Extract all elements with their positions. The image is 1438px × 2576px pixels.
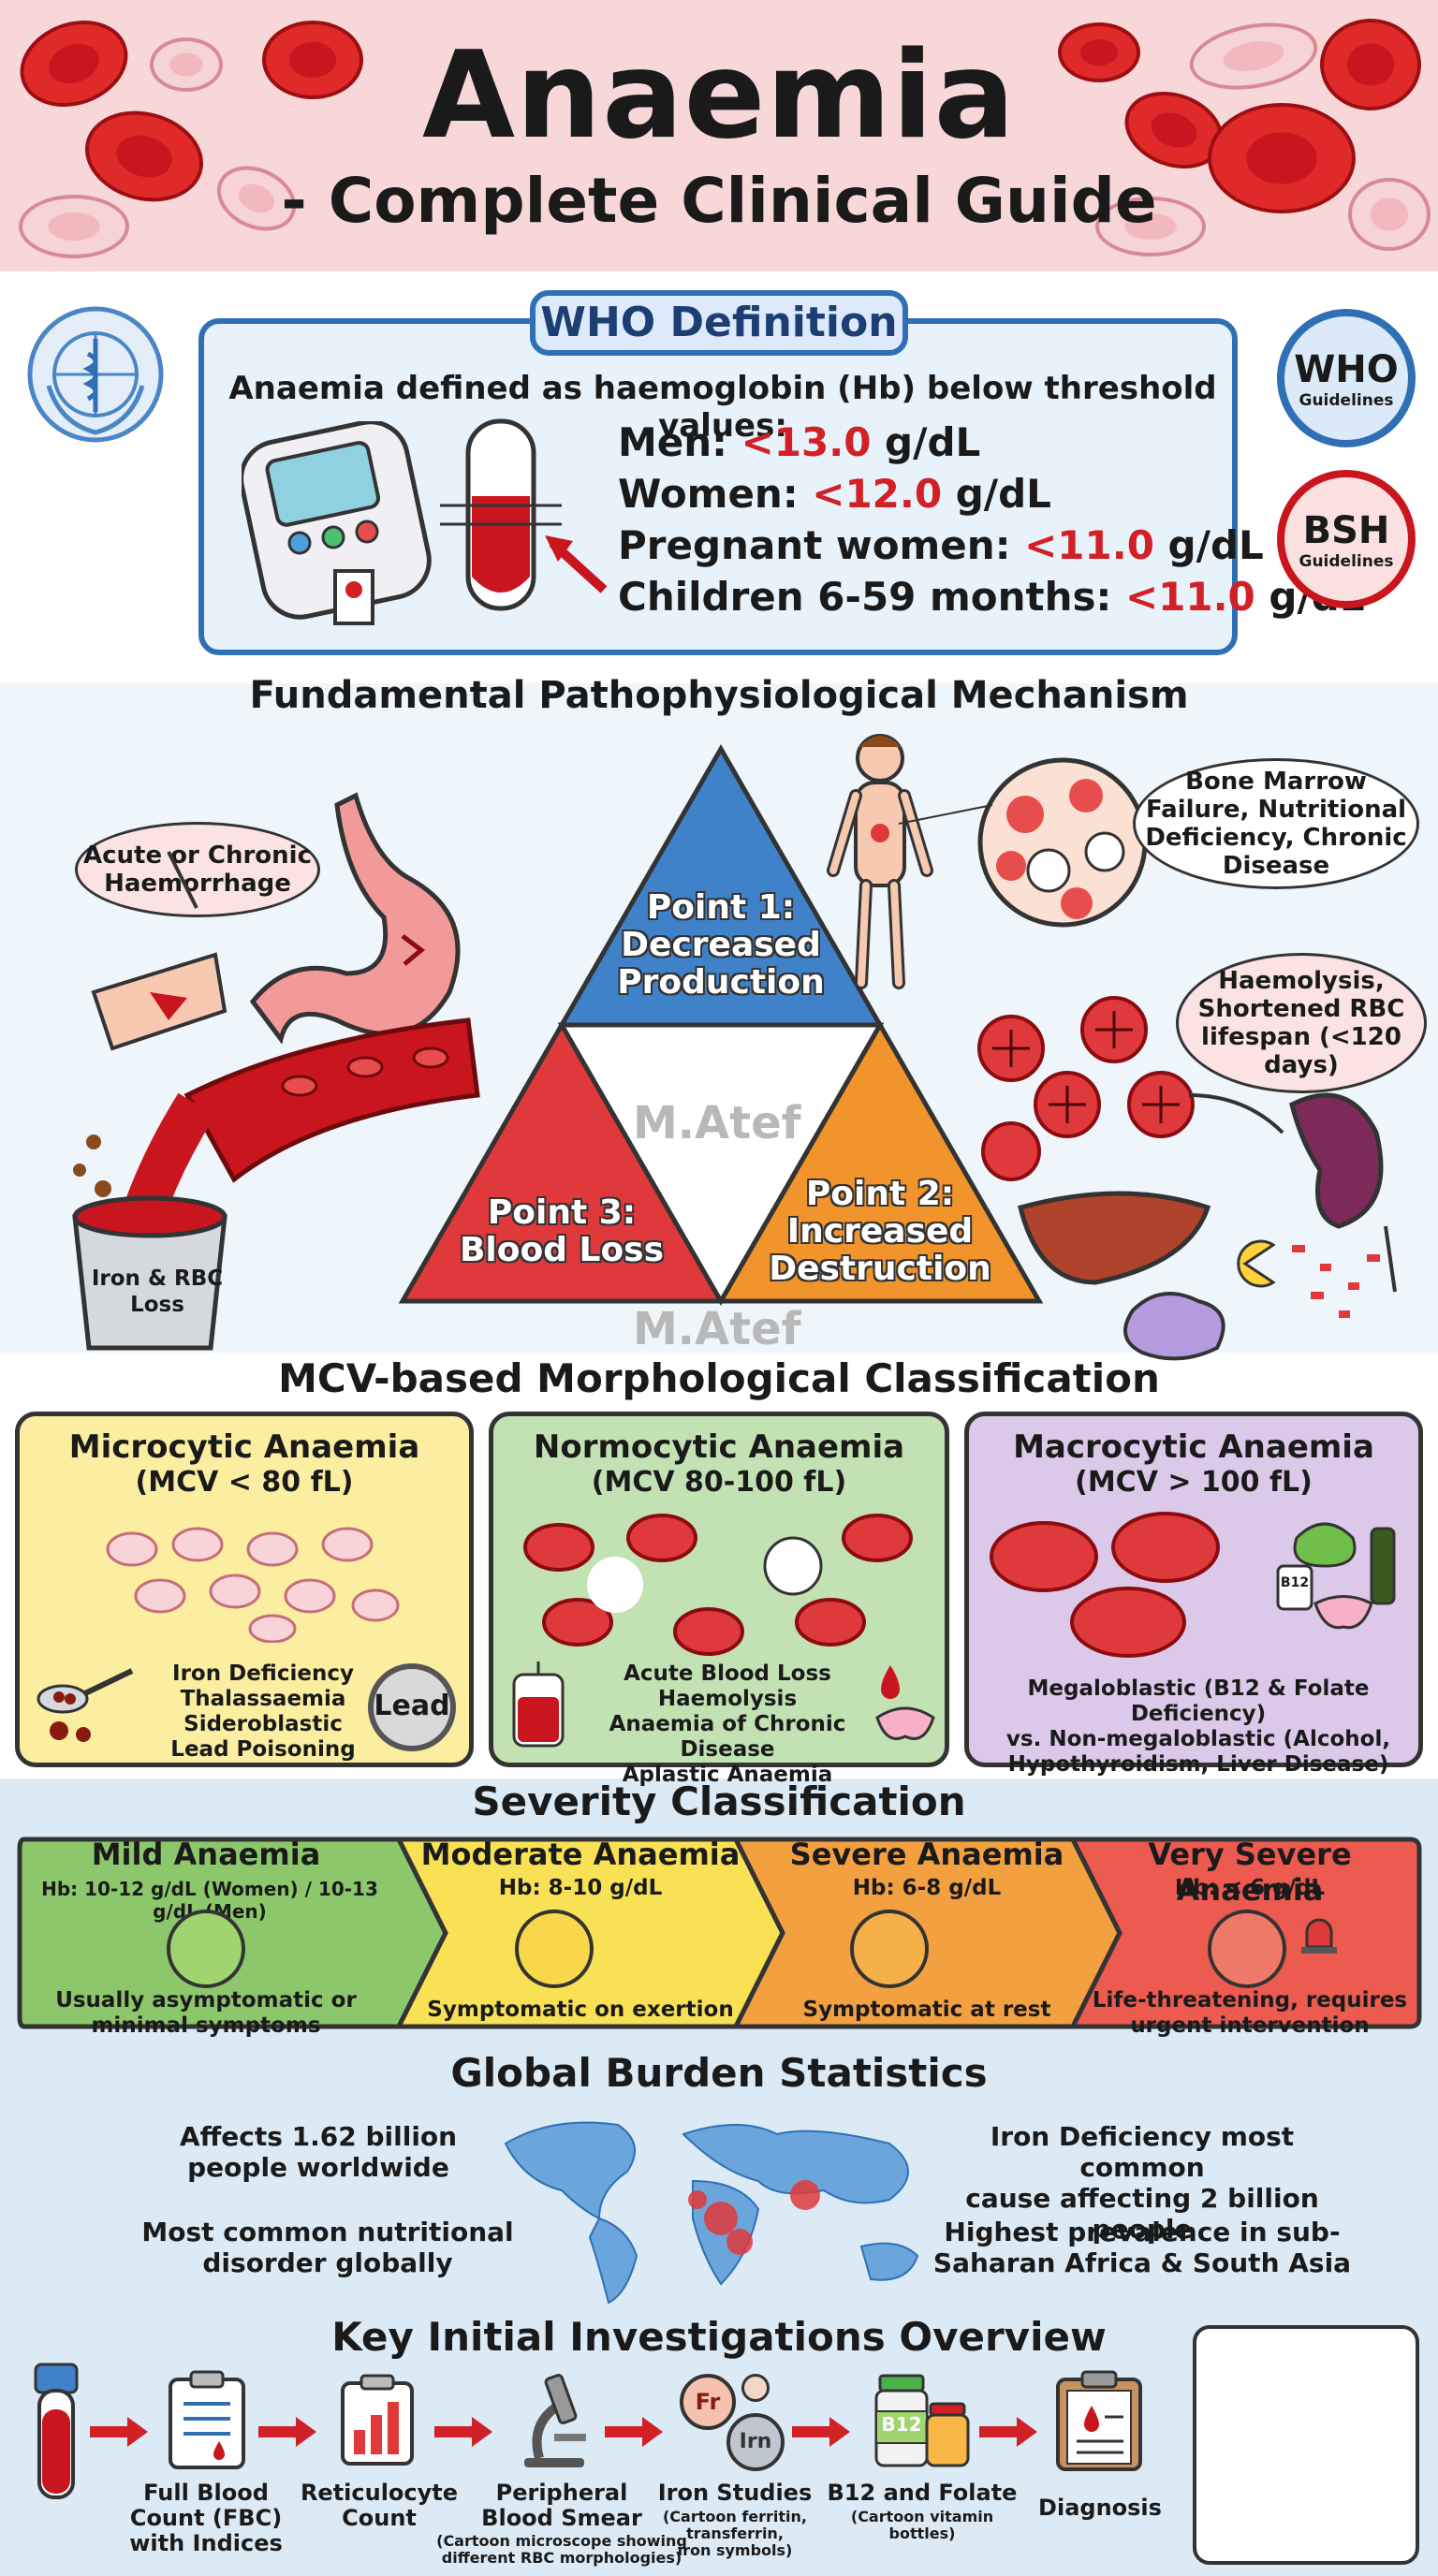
step-fbc: Full Blood Count (FBC) with Indices — [129, 2480, 283, 2556]
normocytic-causes: Acute Blood Loss Haemolysis Anaemia of C… — [609, 1661, 846, 1787]
reticulocyte-chart-icon — [341, 2374, 414, 2466]
severity-very-severe-title: Very Severe Anaemia — [1148, 1837, 1352, 1908]
b12-bottle-label: B12 — [881, 2413, 922, 2436]
severity-mild-desc: Usually asymptomatic or minimal symptoms — [55, 1988, 357, 2038]
bone-marrow-drop-icon — [875, 1665, 935, 1740]
fbc-clipboard-icon — [169, 2370, 245, 2469]
microcytic-title: Microcytic Anaemia(MCV < 80 fL) — [68, 1428, 420, 1499]
microscope-icon — [524, 2374, 586, 2467]
severity-moderate-title: Moderate Anaemia — [420, 1837, 741, 1872]
ferritin-icon: Fr — [680, 2374, 736, 2430]
page-title: Anaemia — [422, 26, 1016, 166]
normocytic-title: Normocytic Anaemia(MCV 80-100 fL) — [533, 1428, 905, 1499]
blood-tube-icon — [34, 2363, 79, 2499]
smiling-face-icon — [167, 1910, 245, 1988]
step-b12-folate-note: (Cartoon vitamin bottles) — [850, 2508, 994, 2542]
watermark: M.Atef — [633, 1097, 801, 1149]
burden-title: Global Burden Statistics — [450, 2050, 988, 2096]
severity-severe-hb: Hb: 6-8 g/dL — [852, 1876, 1002, 1900]
severity-severe-desc: Symptomatic at rest — [802, 1998, 1051, 2022]
mechanism-title: Fundamental Pathophysiological Mechanism — [249, 674, 1189, 717]
severity-severe-title: Severe Anaemia — [789, 1837, 1064, 1872]
investigations-title: Key Initial Investigations Overview — [331, 2314, 1107, 2360]
severity-very-severe-desc: Life-threatening, requires urgent interv… — [1092, 1988, 1408, 2038]
blood-bag-icon — [512, 1661, 565, 1748]
who-definition-intro: Anaemia defined as haemoglobin (Hb) belo… — [228, 370, 1217, 445]
macrocytic-causes: Megaloblastic (B12 & Folate Deficiency) … — [1005, 1676, 1391, 1777]
stat-iron-deficiency: Iron Deficiency most common cause affect… — [965, 2121, 1319, 2245]
world-map-icon — [504, 2121, 919, 2305]
mechanism-triangle — [398, 743, 1044, 1307]
who-threshold-women: Women: <12.0 g/dL — [618, 471, 1051, 517]
who-threshold-pregnant: Pregnant women: <11.0 g/dL — [618, 522, 1264, 568]
who-threshold-men: Men: <13.0 g/dL — [618, 419, 981, 465]
severity-mild-title: Mild Anaemia — [91, 1837, 321, 1872]
sad-face-icon — [850, 1910, 929, 1988]
red-blood-cell-icon — [262, 21, 363, 99]
blood-loss-illustration — [72, 792, 480, 1351]
bucket-label: Iron & RBC Loss — [91, 1266, 224, 1317]
header-banner: Anaemia - Complete Clinical Guide — [0, 0, 1438, 271]
lead-badge: Lead — [368, 1663, 456, 1751]
microcytic-causes: Iron Deficiency Thalassaemia Sideroblast… — [170, 1661, 356, 1762]
macrocytic-card: Macrocytic Anaemia(MCV > 100 fL) B12 Meg… — [964, 1412, 1423, 1777]
microcytic-cells-icon — [106, 1527, 400, 1643]
step-iron-studies-note: (Cartoon ferritin, transferrin, iron sym… — [662, 2508, 807, 2559]
iron-spoon-icon — [37, 1668, 134, 1742]
step-diagnosis: Diagnosis — [1038, 2495, 1162, 2521]
morphology-title: MCV-based Morphological Classification — [278, 1355, 1160, 1401]
severity-moderate-desc: Symptomatic on exertion — [427, 1998, 734, 2022]
vitamin-bottles-icon — [874, 2374, 970, 2467]
haemolysis-illustration — [977, 996, 1397, 1361]
point-decreased-production: Point 1: Decreased Production — [617, 888, 825, 1002]
macrocytic-title: Macrocytic Anaemia(MCV > 100 fL) — [1013, 1428, 1374, 1499]
marrow-speech-bubble: Bone Marrow Failure, Nutritional Deficie… — [1133, 758, 1419, 889]
bsh-guidelines-badge: BSH Guidelines — [1277, 470, 1416, 608]
watermark: M.Atef — [633, 1303, 801, 1355]
iron-icon: Irn — [726, 2413, 785, 2471]
red-blood-cell-icon — [150, 37, 223, 92]
point-increased-destruction: Point 2: Increased Destruction — [769, 1175, 991, 1288]
transferrin-icon — [741, 2374, 770, 2402]
red-blood-cell-icon — [1348, 178, 1431, 251]
stat-affected-population: Affects 1.62 billion people worldwide — [179, 2121, 458, 2183]
red-blood-cell-icon — [1320, 19, 1421, 110]
red-blood-cell-icon — [19, 195, 129, 258]
haemorrhage-speech-bubble: Acute or Chronic Haemorrhage — [75, 822, 320, 917]
point-blood-loss: Point 3: Blood Loss — [459, 1193, 665, 1269]
stat-nutritional-disorder: Most common nutritional disorder globall… — [141, 2217, 514, 2278]
worried-face-icon — [515, 1910, 594, 1988]
step-reticulocyte: Reticulocyte Count — [300, 2480, 459, 2531]
who-threshold-children: Children 6-59 months: <11.0 g/dL — [618, 574, 1365, 620]
haemolysis-speech-bubble: Haemolysis, Shortened RBC lifespan (<120… — [1176, 953, 1427, 1093]
page-subtitle: - Complete Clinical Guide — [281, 165, 1157, 237]
step-blood-smear-note: (Cartoon microscope showing different RB… — [436, 2532, 687, 2567]
severity-very-severe-hb: Hb: < 6 g/dL — [1174, 1876, 1326, 1900]
red-blood-cell-icon — [1058, 22, 1140, 82]
step-b12-folate: B12 and Folate — [827, 2480, 1018, 2506]
who-emblem-icon — [27, 306, 164, 443]
normocytic-card: Normocytic Anaemia(MCV 80-100 fL) Acute … — [489, 1412, 949, 1787]
step-blood-smear: Peripheral Blood Smear — [481, 2480, 642, 2531]
severity-title: Severity Classification — [472, 1778, 966, 1824]
investigation-flow-arrows — [90, 2417, 1037, 2447]
severity-moderate-hb: Hb: 8-10 g/dL — [498, 1876, 663, 1900]
step-iron-studies: Iron Studies — [657, 2480, 813, 2506]
macrocytic-cells-icon — [990, 1512, 1396, 1658]
crying-face-icon — [1208, 1910, 1286, 1988]
blood-test-tube-icon — [440, 418, 608, 611]
blank-note-box — [1193, 2325, 1419, 2565]
microcytic-card: Microcytic Anaemia(MCV < 80 fL) Iron Def… — [15, 1412, 474, 1767]
stat-highest-prevalence: Highest prevalence in sub- Saharan Afric… — [932, 2217, 1352, 2278]
b12-label: B12 — [1280, 1575, 1310, 1590]
red-blood-cell-icon — [1095, 197, 1206, 256]
red-blood-cell-icon — [1208, 103, 1356, 213]
who-definition-title: WHO Definition — [530, 290, 908, 356]
normocytic-cells-icon — [523, 1514, 913, 1656]
who-guidelines-badge: WHO Guidelines — [1277, 309, 1416, 447]
bone-marrow-illustration — [827, 734, 1148, 989]
alarm-siren-icon — [1301, 1918, 1337, 1954]
diagnosis-clipboard-icon — [1056, 2370, 1142, 2471]
haemoglobin-meter-icon — [242, 421, 432, 625]
